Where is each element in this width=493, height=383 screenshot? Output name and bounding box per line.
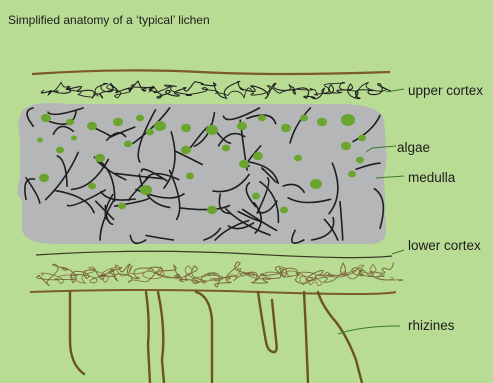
algae-cell bbox=[118, 203, 126, 210]
algae-cell bbox=[136, 115, 144, 122]
algae-cell bbox=[222, 145, 230, 152]
label-algae: algae bbox=[397, 140, 430, 155]
algae-cell bbox=[41, 114, 51, 123]
label-lower-cortex: lower cortex bbox=[408, 238, 481, 253]
algae-cell bbox=[300, 115, 308, 122]
diagram-title: Simplified anatomy of a ‘typical’ lichen bbox=[8, 13, 210, 27]
algae-cell bbox=[181, 124, 191, 133]
algae-cell bbox=[258, 115, 266, 122]
algae-cell bbox=[154, 121, 166, 131]
algae-cell bbox=[66, 119, 74, 126]
algae-cell bbox=[39, 174, 49, 183]
algae-cell bbox=[280, 207, 288, 214]
algae-cell bbox=[341, 142, 351, 151]
algae-cell bbox=[348, 171, 356, 178]
algae-cell bbox=[207, 206, 217, 215]
algae-cell bbox=[71, 135, 77, 140]
algae-cell bbox=[140, 185, 152, 195]
algae-cell bbox=[87, 122, 97, 131]
algae-cell bbox=[356, 157, 364, 164]
algae-cell bbox=[206, 125, 218, 135]
algae-cell bbox=[113, 118, 123, 127]
algae-cell bbox=[95, 154, 105, 163]
algae-cell bbox=[252, 193, 260, 200]
algae-cell bbox=[317, 118, 327, 127]
algae-cell bbox=[358, 135, 366, 142]
label-medulla: medulla bbox=[408, 170, 456, 185]
label-upper-cortex: upper cortex bbox=[408, 83, 483, 98]
algae-cell bbox=[146, 129, 154, 136]
algae-cell bbox=[253, 152, 263, 161]
algae-cell bbox=[281, 124, 291, 133]
algae-cell bbox=[124, 141, 132, 148]
algae-cell bbox=[341, 114, 355, 126]
medulla-layer bbox=[17, 103, 386, 244]
algae-cell bbox=[239, 160, 249, 169]
algae-cell bbox=[310, 179, 322, 189]
algae-cell bbox=[37, 137, 43, 142]
label-rhizines: rhizines bbox=[408, 318, 455, 333]
algae-cell bbox=[56, 147, 64, 154]
algae-cell bbox=[88, 183, 96, 190]
algae-cell bbox=[237, 122, 247, 131]
algae-cell bbox=[294, 155, 302, 162]
algae-cell bbox=[186, 173, 194, 180]
algae-cell bbox=[181, 146, 191, 155]
